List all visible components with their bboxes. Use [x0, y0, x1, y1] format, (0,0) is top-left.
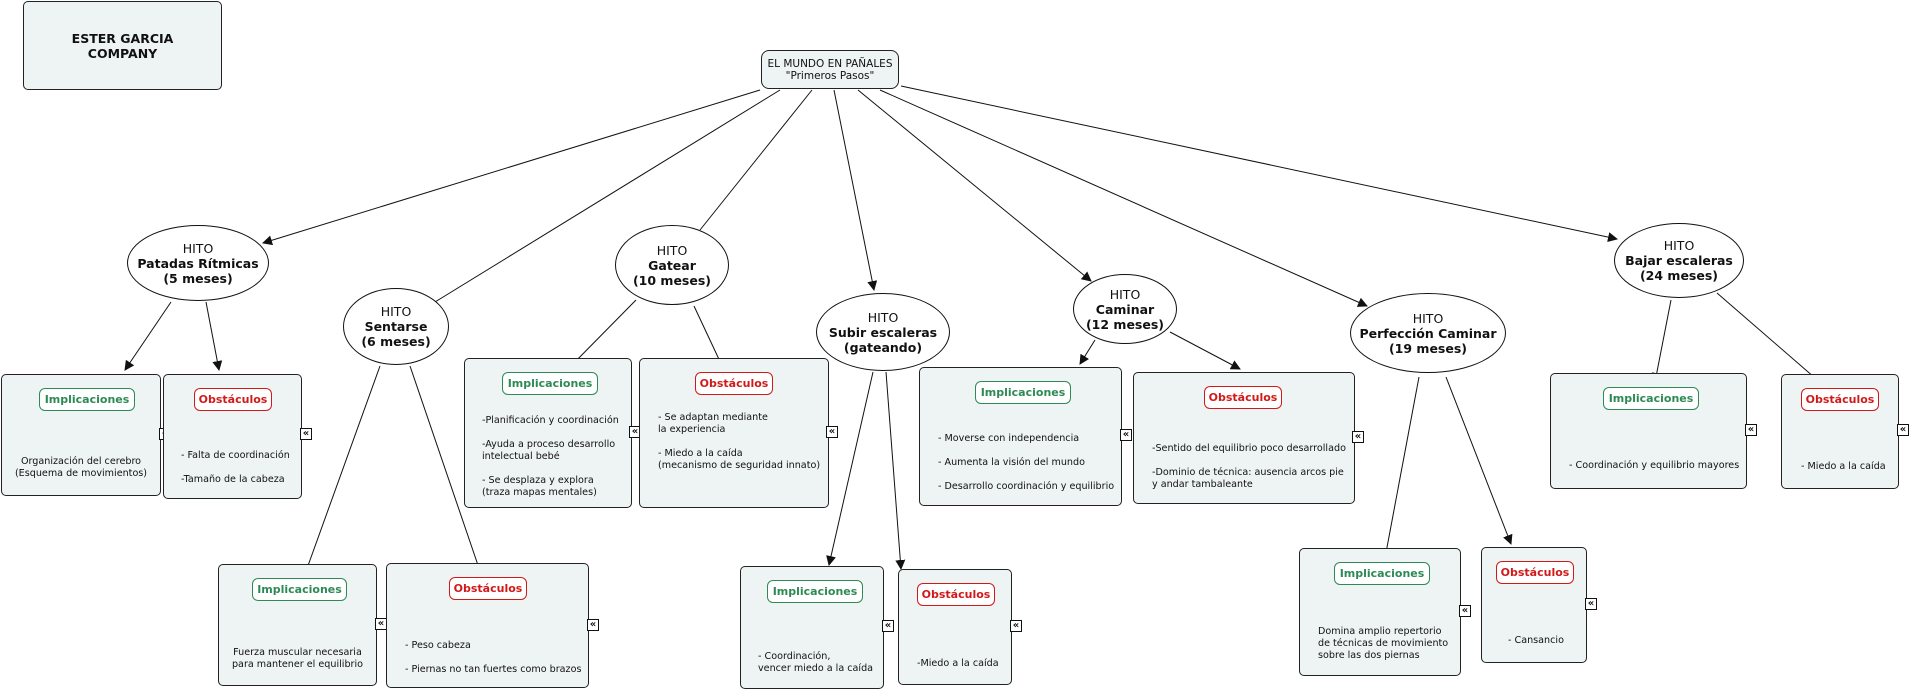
obstaculos-text: - Miedo a la caída: [1801, 461, 1886, 472]
obstaculos-badge: Obstáculos: [1801, 388, 1879, 411]
company-box: ESTER GARCIA COMPANY: [23, 1, 222, 90]
hito-keyword: HITO: [1663, 238, 1695, 253]
root-title: EL MUNDO EN PAÑALES: [767, 57, 893, 70]
milestone-name: Sentarse: [364, 319, 428, 334]
hito-keyword: HITO: [1412, 310, 1444, 326]
milestone-node-perfeccion-caminar[interactable]: HITO Perfección Caminar (19 meses): [1350, 293, 1506, 373]
obstaculos-badge: Obstáculos: [917, 583, 995, 606]
root-node[interactable]: EL MUNDO EN PAÑALES "Primeros Pasos": [761, 50, 899, 89]
obstaculos-box: Obstáculos - Falta de coordinación -Tama…: [163, 374, 302, 499]
obstaculos-badge: Obstáculos: [1496, 561, 1574, 584]
expand-icon[interactable]: «: [882, 620, 894, 632]
obstaculos-box: Obstáculos - Se adaptan mediante la expe…: [639, 358, 829, 508]
implicaciones-text: Organización del cerebro (Esquema de mov…: [14, 456, 148, 479]
expand-icon[interactable]: «: [300, 428, 312, 440]
expand-icon[interactable]: «: [629, 426, 641, 438]
implicaciones-box: Implicaciones Organización del cerebro (…: [1, 374, 161, 496]
obstaculos-badge: Obstáculos: [194, 388, 272, 411]
expand-icon[interactable]: «: [1010, 620, 1022, 632]
obstaculos-text: -Sentido del equilibrio poco desarrollad…: [1152, 443, 1346, 490]
implicaciones-badge: Implicaciones: [39, 388, 135, 411]
milestone-name: Caminar: [1095, 301, 1155, 317]
milestone-name: Gatear: [648, 257, 696, 273]
obstaculos-box: Obstáculos -Miedo a la caída: [898, 569, 1012, 685]
implicaciones-text: - Moverse con independencia - Aumenta la…: [938, 433, 1115, 492]
implicaciones-box: Implicaciones Domina amplio repertorio d…: [1299, 548, 1461, 676]
implicaciones-text: Fuerza muscular necesaria para mantener …: [231, 647, 364, 670]
implicaciones-badge: Implicaciones: [1603, 387, 1699, 410]
expand-icon[interactable]: «: [1745, 424, 1757, 436]
company-name-line1: ESTER GARCIA: [71, 30, 174, 46]
hito-keyword: HITO: [380, 304, 412, 319]
obstaculos-text: - Falta de coordinación -Tamaño de la ca…: [181, 450, 290, 485]
implicaciones-text: - Coordinación, vencer miedo a la caída: [758, 651, 874, 674]
hito-keyword: HITO: [182, 240, 214, 256]
implicaciones-badge: Implicaciones: [252, 578, 347, 601]
milestone-age: (19 meses): [1388, 340, 1468, 356]
implicaciones-badge: Implicaciones: [502, 372, 598, 395]
milestone-age: (10 meses): [632, 272, 712, 288]
milestone-age: (12 meses): [1085, 316, 1165, 332]
hito-keyword: HITO: [656, 242, 688, 258]
milestone-age: (5 meses): [163, 270, 233, 286]
obstaculos-text: - Peso cabeza - Piernas no tan fuertes c…: [405, 640, 582, 675]
hito-keyword: HITO: [1109, 286, 1141, 302]
milestone-name: Bajar escaleras: [1625, 253, 1733, 268]
milestone-node-caminar[interactable]: HITO Caminar (12 meses): [1073, 274, 1177, 344]
expand-icon[interactable]: «: [1585, 598, 1597, 610]
milestone-name: Subir escaleras: [828, 324, 938, 340]
expand-icon[interactable]: «: [1120, 429, 1132, 441]
expand-icon[interactable]: «: [1897, 424, 1909, 436]
milestone-node-bajar-escaleras[interactable]: HITO Bajar escaleras (24 meses): [1614, 223, 1744, 298]
implicaciones-box: Implicaciones - Coordinación, vencer mie…: [740, 566, 884, 689]
implicaciones-box: Implicaciones Fuerza muscular necesaria …: [218, 564, 377, 686]
obstaculos-badge: Obstáculos: [449, 577, 527, 600]
implicaciones-text: - Coordinación y equilibrio mayores: [1569, 460, 1740, 471]
obstaculos-box: Obstáculos - Miedo a la caída: [1781, 374, 1899, 489]
milestone-node-patadas[interactable]: HITO Patadas Rítmicas (5 meses): [127, 225, 269, 301]
implicaciones-badge: Implicaciones: [975, 381, 1071, 404]
company-name-line2: COMPANY: [87, 45, 158, 61]
obstaculos-box: Obstáculos - Peso cabeza - Piernas no ta…: [386, 563, 589, 688]
milestone-node-sentarse[interactable]: HITO Sentarse (6 meses): [343, 288, 449, 365]
obstaculos-text: -Miedo a la caída: [917, 658, 999, 669]
obstaculos-text: - Se adaptan mediante la experiencia - M…: [658, 412, 821, 471]
obstaculos-badge: Obstáculos: [695, 372, 773, 395]
milestone-age: (gateando): [843, 339, 923, 355]
implicaciones-badge: Implicaciones: [1334, 562, 1430, 585]
milestone-node-subir-escaleras[interactable]: HITO Subir escaleras (gateando): [816, 293, 950, 371]
obstaculos-box: Obstáculos -Sentido del equilibrio poco …: [1133, 372, 1355, 504]
milestone-age: (24 meses): [1639, 268, 1719, 283]
implicaciones-badge: Implicaciones: [767, 580, 863, 603]
obstaculos-badge: Obstáculos: [1204, 386, 1282, 409]
expand-icon[interactable]: «: [826, 426, 838, 438]
expand-icon[interactable]: «: [1352, 431, 1364, 443]
implicaciones-box: Implicaciones - Moverse con independenci…: [919, 367, 1122, 506]
milestone-node-gatear[interactable]: HITO Gatear (10 meses): [615, 225, 729, 305]
implicaciones-box: Implicaciones -Planificación y coordinac…: [464, 358, 632, 508]
implicaciones-text: -Planificación y coordinación -Ayuda a p…: [482, 415, 619, 498]
milestone-age: (6 meses): [361, 334, 431, 349]
expand-icon[interactable]: «: [1459, 605, 1471, 617]
obstaculos-text: - Cansancio: [1508, 635, 1564, 646]
milestone-name: Perfección Caminar: [1359, 325, 1497, 341]
milestone-name: Patadas Rítmicas: [137, 255, 259, 271]
obstaculos-box: Obstáculos - Cansancio: [1481, 547, 1587, 663]
implicaciones-box: Implicaciones - Coordinación y equilibri…: [1550, 373, 1747, 489]
hito-keyword: HITO: [867, 309, 899, 325]
implicaciones-text: Domina amplio repertorio de técnicas de …: [1318, 626, 1449, 661]
root-subtitle: "Primeros Pasos": [785, 69, 875, 82]
expand-icon[interactable]: «: [587, 619, 599, 631]
